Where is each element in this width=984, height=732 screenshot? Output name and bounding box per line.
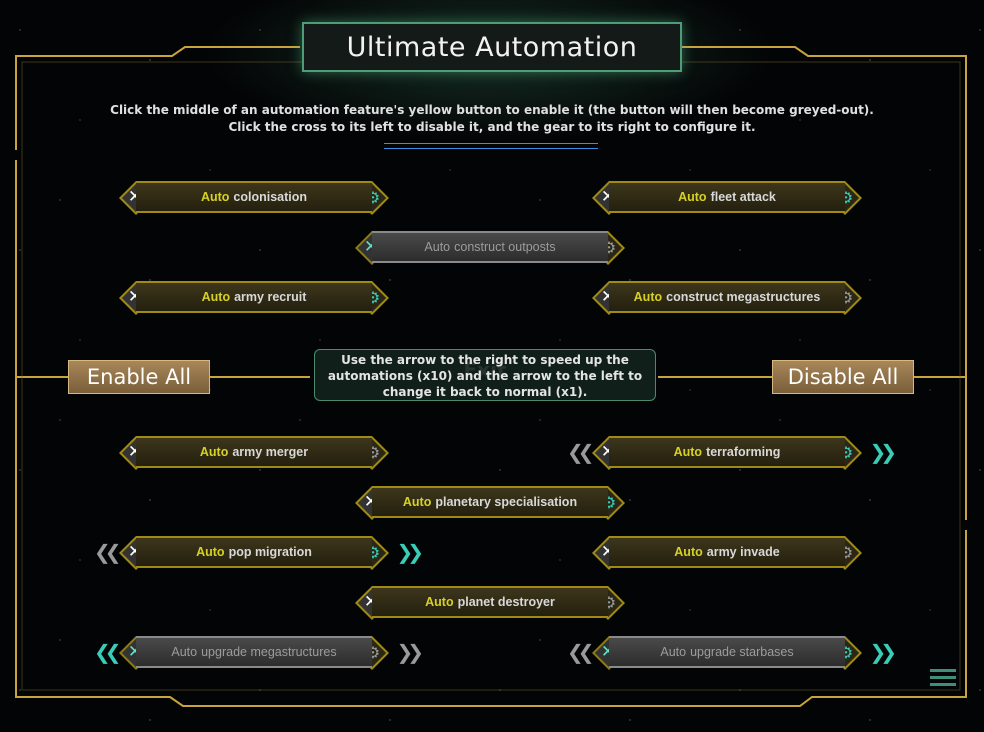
slow-down-arrow-icon[interactable]: ❮❮	[567, 440, 594, 464]
speed-up-arrow-icon[interactable]: ❯❯	[396, 640, 423, 664]
window-title: Ultimate Automation	[302, 22, 682, 72]
divider	[384, 143, 598, 149]
tooltip-line: change it back to normal (x1).	[382, 385, 588, 399]
automation-label: construct outposts	[454, 240, 556, 254]
automation-label: upgrade megastructures	[201, 645, 337, 659]
tooltip-line: automations (x10) and the arrow to the l…	[327, 369, 643, 383]
auto-prefix: Auto	[201, 290, 231, 304]
instructions: Click the middle of an automation featur…	[100, 102, 884, 136]
auto-prefix: Auto	[425, 595, 454, 609]
speed-tooltip: Exit Use the arrow to the right to speed…	[314, 349, 656, 401]
auto-prefix: Auto	[673, 445, 703, 459]
auto-prefix: Auto	[196, 545, 225, 559]
automation-label: fleet attack	[710, 190, 776, 204]
instruction-line: Click the middle of an automation featur…	[110, 103, 874, 117]
disable-all-button[interactable]: Disable All	[772, 360, 914, 394]
slow-down-arrow-icon[interactable]: ❮❮	[94, 640, 121, 664]
menu-icon[interactable]	[930, 669, 956, 690]
enable-all-button[interactable]: Enable All	[68, 360, 210, 394]
automation-label: army invade	[706, 545, 780, 559]
automation-label: planetary specialisation	[435, 495, 578, 509]
speed-up-arrow-icon[interactable]: ❯❯	[869, 440, 896, 464]
tooltip-line: Use the arrow to the right to speed up t…	[341, 353, 629, 367]
slow-down-arrow-icon[interactable]: ❮❮	[94, 540, 121, 564]
automation-label: planet destroyer	[457, 595, 555, 609]
speed-up-arrow-icon[interactable]: ❯❯	[396, 540, 423, 564]
auto-prefix: Auto	[402, 495, 432, 509]
automation-label: pop migration	[228, 545, 312, 559]
automation-label: colonisation	[233, 190, 308, 204]
automation-label: army merger	[232, 445, 309, 459]
automation-label: upgrade starbases	[690, 645, 794, 659]
auto-prefix: Auto	[674, 545, 703, 559]
auto-prefix: Auto	[424, 240, 451, 254]
instruction-line: Click the cross to its left to disable i…	[228, 120, 756, 134]
auto-prefix: Auto	[199, 445, 229, 459]
auto-prefix: Auto	[200, 190, 230, 204]
auto-prefix: Auto	[660, 645, 687, 659]
exit-label-behind: Exit	[463, 358, 507, 382]
speed-up-arrow-icon[interactable]: ❯❯	[869, 640, 896, 664]
auto-prefix: Auto	[633, 290, 663, 304]
slow-down-arrow-icon[interactable]: ❮❮	[567, 640, 594, 664]
automation-label: construct megastructures	[666, 290, 821, 304]
auto-prefix: Auto	[171, 645, 198, 659]
automation-label: terraforming	[706, 445, 781, 459]
auto-prefix: Auto	[678, 190, 707, 204]
automation-label: army recruit	[234, 290, 307, 304]
